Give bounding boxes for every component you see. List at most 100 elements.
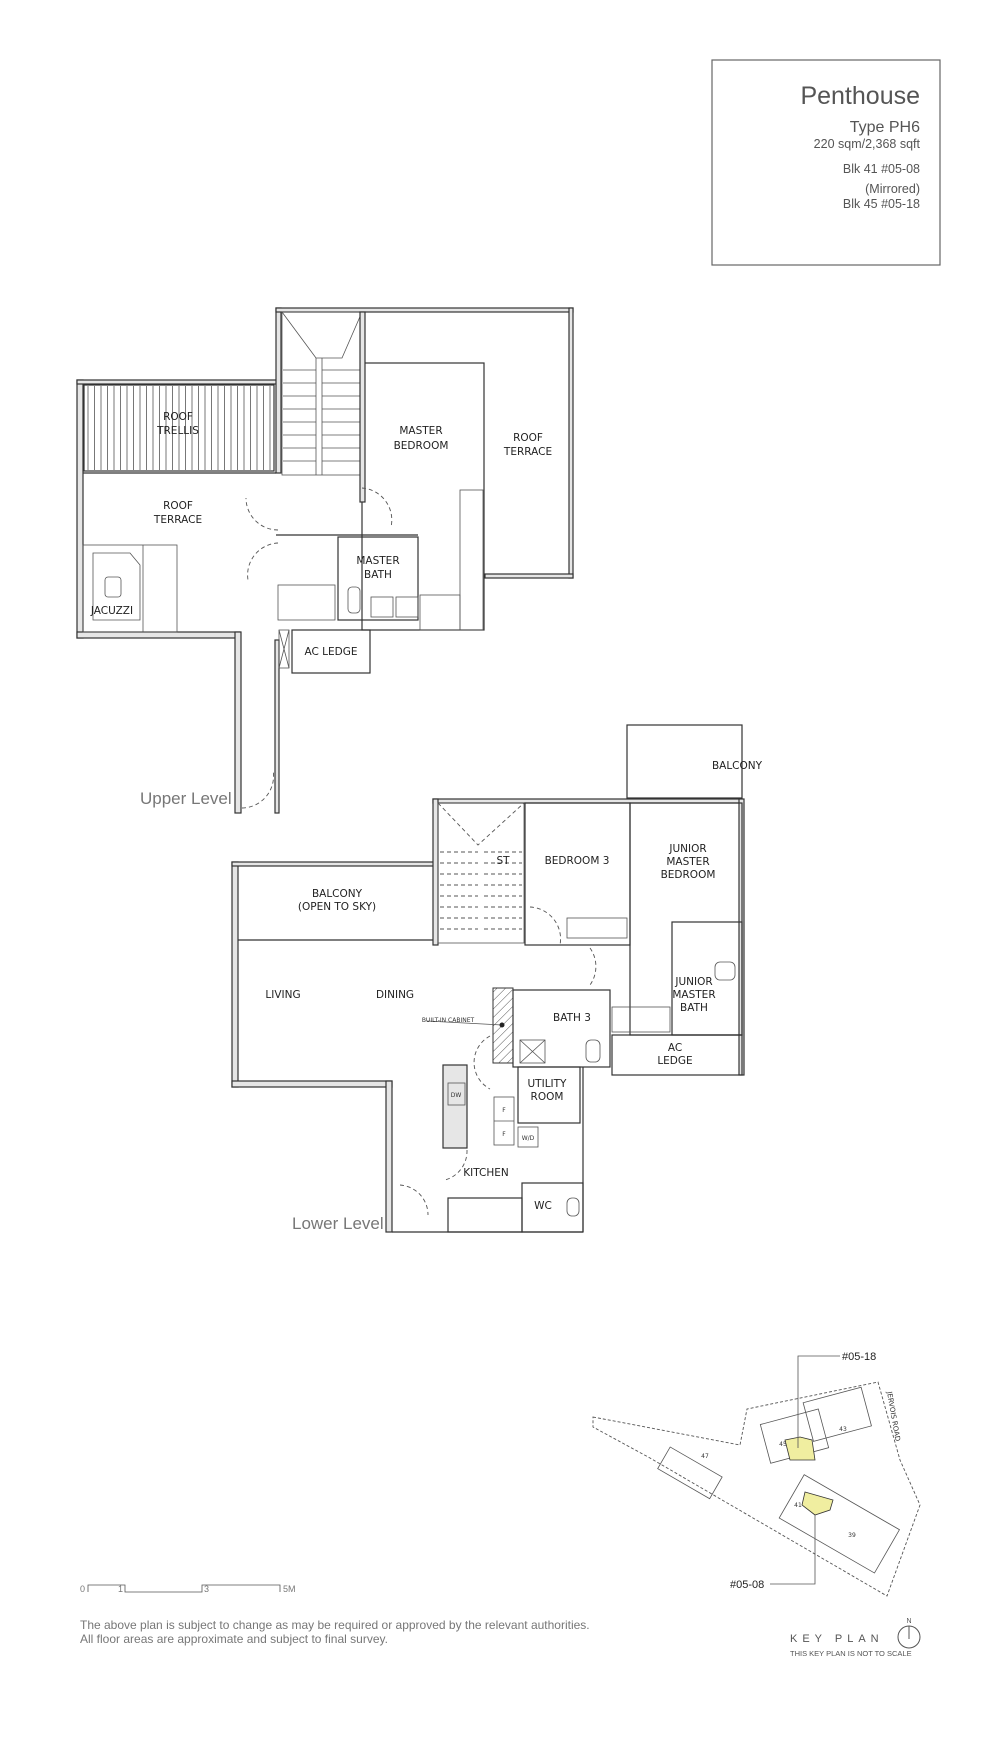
bath-3	[512, 989, 611, 1068]
wall	[234, 631, 242, 814]
wall	[385, 1080, 393, 1233]
junior-master-bath-label: BATH	[680, 1002, 708, 1014]
scale-tick: 5M	[283, 1584, 296, 1594]
junior-master-bedroom-label: MASTER	[666, 856, 709, 868]
wall	[231, 861, 239, 1088]
built-in-cabinet-label: BUILT-IN CABINET	[422, 1017, 475, 1024]
wall	[275, 307, 574, 313]
master-bedroom	[361, 362, 485, 631]
door	[473, 1035, 491, 1090]
balcony-open-label: BALCONY	[312, 888, 363, 900]
title-box: Penthouse Type PH6 220 sqm/2,368 sqft Bl…	[711, 59, 941, 266]
junior-master-bedroom-label: JUNIOR	[668, 843, 706, 855]
junior-master-bath-label: MASTER	[672, 989, 715, 1001]
plan-title: Penthouse	[800, 82, 920, 110]
door	[247, 542, 279, 581]
balcony	[626, 724, 743, 799]
wall	[274, 639, 280, 814]
unit-number-1: Blk 41 #05-08	[843, 162, 920, 176]
upper-level-label: Upper Level	[140, 789, 232, 808]
wardrobe	[611, 1006, 671, 1033]
toilet	[347, 586, 361, 614]
door	[589, 947, 597, 986]
wall	[568, 307, 574, 579]
store-label: ST	[496, 855, 510, 867]
staircase	[437, 802, 525, 944]
wardrobe	[459, 489, 484, 631]
key-plan: 45 43 47 41 39 #05-18 #05-08 JERVOIS ROA…	[592, 1351, 921, 1658]
toilet	[566, 1197, 580, 1217]
wc-label: WC	[534, 1200, 552, 1212]
block-label: 39	[848, 1532, 856, 1539]
master-bedroom-label: BEDROOM	[394, 440, 449, 452]
utility-room	[517, 1066, 581, 1124]
dining-label: DINING	[376, 989, 414, 1001]
wall	[275, 307, 282, 474]
door	[245, 497, 279, 531]
block-label: 45	[779, 1441, 787, 1448]
wall	[231, 1080, 393, 1088]
bathtub	[277, 584, 336, 621]
roof-terrace-label: TERRACE	[153, 514, 202, 526]
unit-callout-top: #05-18	[842, 1351, 876, 1363]
roof-trellis-label: TRELLIS	[156, 425, 199, 437]
door	[444, 1149, 468, 1181]
wardrobe	[566, 917, 628, 939]
roof-terrace-label: ROOF	[163, 500, 193, 512]
utility-room-label: ROOM	[531, 1091, 564, 1103]
upper-level-plan: ROOF TRELLIS ROOF TERRACE MASTER BEDROOM…	[76, 307, 574, 814]
balcony-open-label: (OPEN TO SKY)	[298, 901, 376, 913]
bath-3-label: BATH 3	[553, 1012, 591, 1024]
wardrobe	[419, 594, 461, 631]
master-bath	[337, 536, 419, 621]
fridge-label: F	[502, 1131, 506, 1138]
lower-level-label: Lower Level	[292, 1214, 384, 1233]
master-bedroom-label: MASTER	[399, 425, 442, 437]
wall	[76, 379, 278, 385]
roof-terrace-right-label: TERRACE	[503, 446, 552, 458]
unit-highlight-05-18	[784, 1436, 816, 1461]
wall	[231, 861, 436, 867]
jacuzzi	[92, 552, 141, 621]
junior-master-bath-label: JUNIOR	[674, 976, 712, 988]
lower-level-plan: BALCONY BALCONY (OPEN TO SKY) ST BEDROOM…	[231, 724, 763, 1233]
unit-number-2: Blk 45 #05-18	[843, 197, 920, 211]
living-label: LIVING	[265, 989, 300, 1001]
toilet	[714, 961, 736, 981]
washer-dryer-label: W/D	[522, 1135, 535, 1142]
fridge-label: F	[502, 1107, 506, 1114]
mirrored-note: (Mirrored)	[865, 182, 920, 196]
roof-trellis	[83, 384, 275, 472]
door	[241, 769, 274, 809]
wc	[521, 1182, 584, 1233]
scale-tick: 1	[118, 1584, 123, 1594]
junior-master-bedroom-label: BEDROOM	[661, 869, 716, 881]
north-label: N	[906, 1618, 911, 1625]
kitchen-counter	[447, 1197, 523, 1233]
wall	[359, 311, 366, 503]
disclaimer-line: All floor areas are approximate and subj…	[80, 1632, 388, 1646]
ac-ledge	[291, 629, 371, 674]
wall	[76, 379, 84, 639]
roof-terrace-right-label: ROOF	[513, 432, 543, 444]
ac-ledge-label: AC	[668, 1042, 682, 1054]
utility-room-label: UTILITY	[528, 1078, 568, 1090]
unit-callout-bottom: #05-08	[730, 1579, 764, 1591]
scale-tick: 0	[80, 1584, 85, 1594]
unit-area: 220 sqm/2,368 sqft	[814, 137, 921, 151]
ac-ledge-label: LEDGE	[657, 1055, 692, 1067]
key-plan-note: THIS KEY PLAN IS NOT TO SCALE	[790, 1649, 912, 1658]
master-bath-label: MASTER	[356, 555, 399, 567]
block-label: 47	[701, 1453, 709, 1460]
toilet	[585, 1039, 601, 1063]
wall	[432, 798, 439, 946]
unit-highlight-05-08	[801, 1491, 834, 1516]
door	[399, 1184, 429, 1216]
roof-trellis-label: ROOF	[163, 411, 193, 423]
ac-ledge	[611, 1034, 743, 1076]
disclaimer-line: The above plan is subject to change as m…	[80, 1618, 590, 1632]
block-label: 41	[794, 1502, 802, 1509]
bedroom-3	[524, 802, 631, 946]
